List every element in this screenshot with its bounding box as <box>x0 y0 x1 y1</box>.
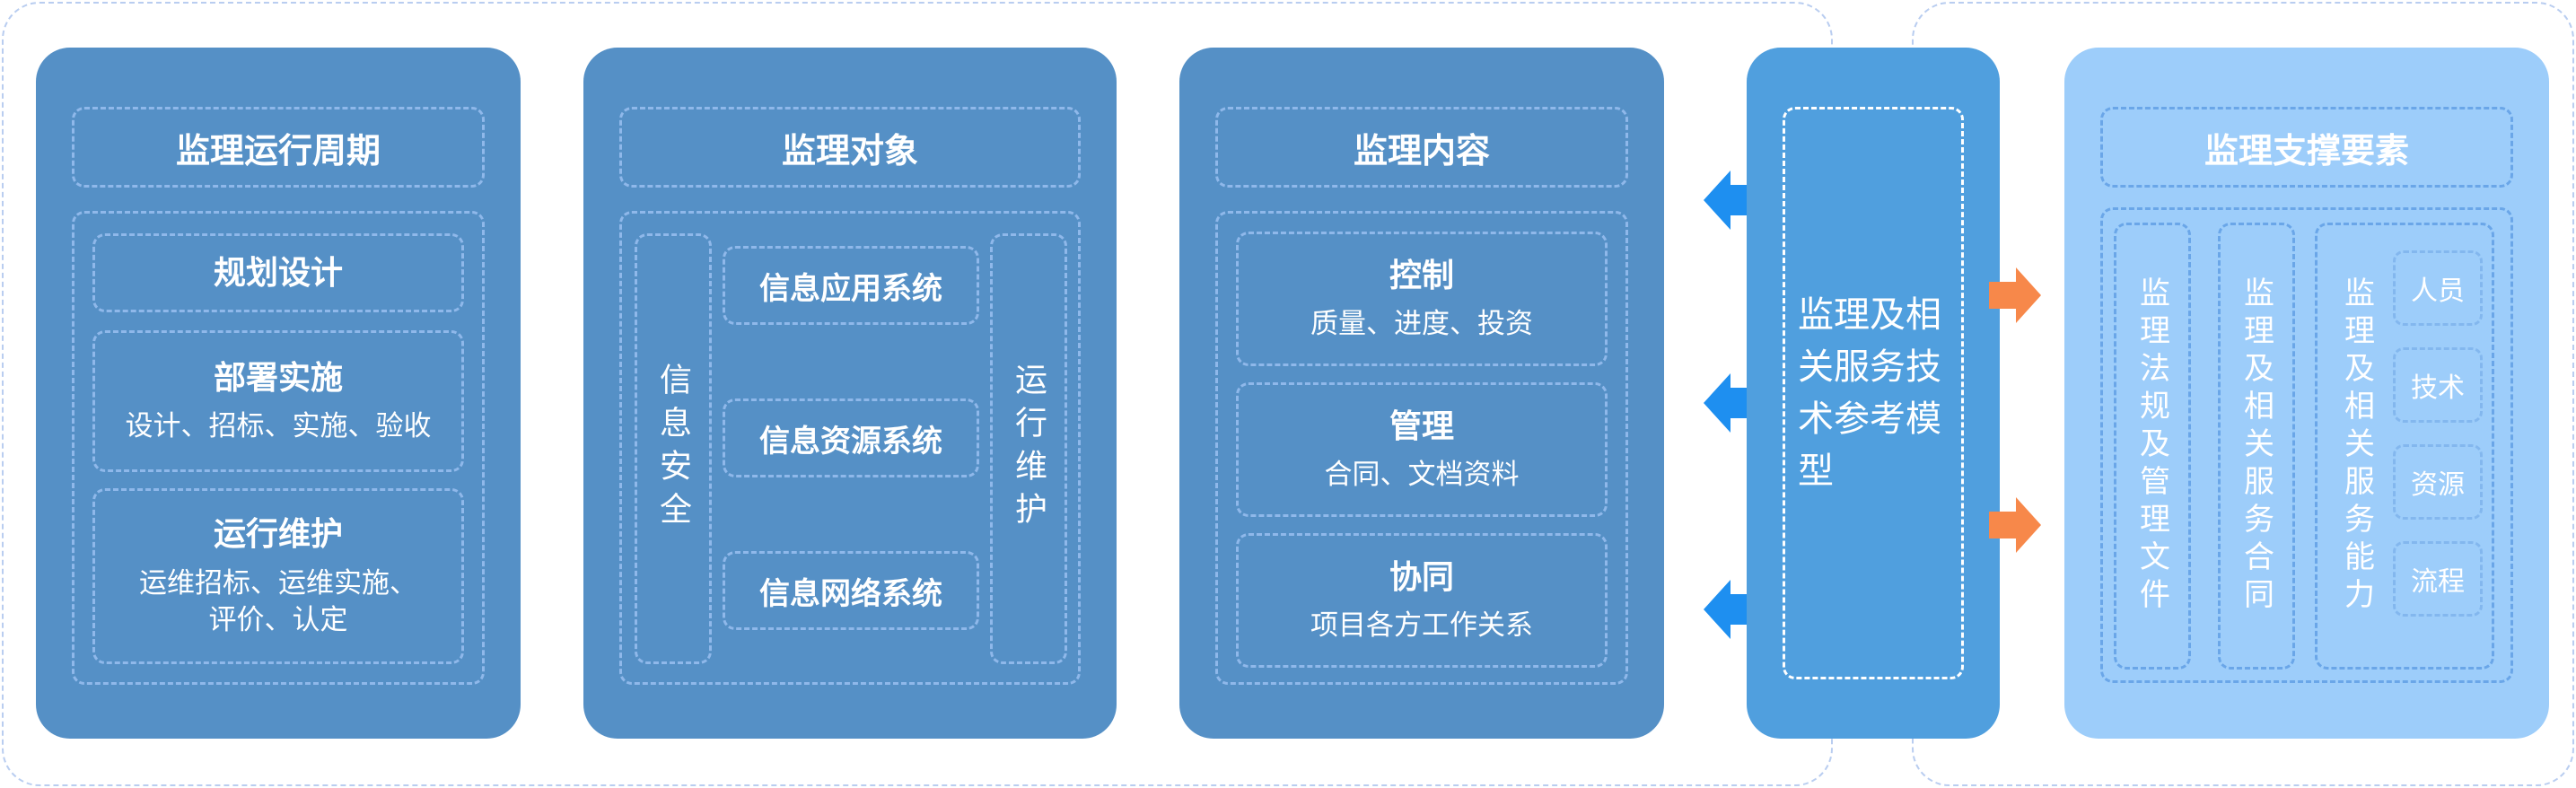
ability-item: 技术 <box>2393 347 2483 423</box>
lifecycle-item-title: 规划设计 <box>213 253 343 291</box>
lifecycle-item-desc: 运维招标、运维实施、 评价、认定 <box>139 566 417 636</box>
system-item: 信息应用系统 <box>723 246 979 325</box>
lifecycle-item-desc: 设计、招标、实施、验收 <box>125 410 432 442</box>
model-label: 监理及相关服务技术参考模型 <box>1798 295 1941 491</box>
lifecycle-item: 部署实施 设计、招标、实施、验收 <box>92 330 464 472</box>
lifecycle-title: 监理运行周期 <box>72 107 485 188</box>
content-item: 协同 项目各方工作关系 <box>1236 533 1608 668</box>
content-item-desc: 质量、进度、投资 <box>1310 308 1533 340</box>
content-item: 管理 合同、文档资料 <box>1236 382 1608 517</box>
objects-panel: 监理对象 信息安全 运行维护 信息应用系统 信息资源系统 信息网络系统 <box>583 48 1117 739</box>
lifecycle-item: 规划设计 <box>92 233 464 312</box>
security-label: 信息安全 <box>635 233 712 664</box>
objects-title: 监理对象 <box>619 107 1081 188</box>
content-title: 监理内容 <box>1215 107 1628 188</box>
content-item-title: 协同 <box>1389 557 1454 595</box>
left-arrow-icon <box>1704 580 1754 639</box>
lifecycle-panel: 监理运行周期 规划设计 部署实施 设计、招标、实施、验收 运行维护 运维招标、运… <box>36 48 521 739</box>
content-item-desc: 项目各方工作关系 <box>1310 609 1533 642</box>
system-item: 信息网络系统 <box>723 551 979 630</box>
content-body: 控制 质量、进度、投资 管理 合同、文档资料 协同 项目各方工作关系 <box>1215 211 1628 685</box>
support-column: 监理法规及管理文件 <box>2114 223 2191 670</box>
support-body: 监理法规及管理文件 监理及相关服务合同 监理及相关服务能力 人员 技术 资源 流… <box>2100 207 2513 683</box>
ability-item: 人员 <box>2393 250 2483 326</box>
content-item: 控制 质量、进度、投资 <box>1236 232 1608 366</box>
right-arrow-icon <box>1989 267 2041 323</box>
system-item: 信息资源系统 <box>723 398 979 477</box>
operation-label: 运行维护 <box>990 233 1067 664</box>
support-panel: 监理支撑要素 监理法规及管理文件 监理及相关服务合同 监理及相关服务能力 人员 … <box>2064 48 2549 739</box>
right-arrow-icon <box>1989 497 2041 553</box>
ability-group: 监理及相关服务能力 人员 技术 资源 流程 <box>2315 223 2494 670</box>
content-item-title: 控制 <box>1389 256 1454 293</box>
lifecycle-item-title: 运行维护 <box>213 514 343 552</box>
lifecycle-item: 运行维护 运维招标、运维实施、 评价、认定 <box>92 488 464 664</box>
lifecycle-item-title: 部署实施 <box>213 358 343 396</box>
model-panel: 监理及相关服务技术参考模型 <box>1747 48 2000 739</box>
support-column: 监理及相关服务能力 <box>2339 276 2374 616</box>
ability-item: 流程 <box>2393 541 2483 617</box>
content-item-desc: 合同、文档资料 <box>1324 459 1520 491</box>
left-arrow-icon <box>1704 373 1754 433</box>
model-label-box: 监理及相关服务技术参考模型 <box>1783 107 1964 679</box>
content-panel: 监理内容 控制 质量、进度、投资 管理 合同、文档资料 协同 项目各方工作关系 <box>1179 48 1664 739</box>
content-item-title: 管理 <box>1389 407 1454 444</box>
support-title: 监理支撑要素 <box>2100 107 2513 188</box>
lifecycle-body: 规划设计 部署实施 设计、招标、实施、验收 运行维护 运维招标、运维实施、 评价… <box>72 211 485 685</box>
objects-body: 信息安全 运行维护 信息应用系统 信息资源系统 信息网络系统 <box>619 211 1081 685</box>
left-arrow-icon <box>1704 171 1754 230</box>
support-column: 监理及相关服务合同 <box>2218 223 2295 670</box>
ability-item: 资源 <box>2393 444 2483 520</box>
